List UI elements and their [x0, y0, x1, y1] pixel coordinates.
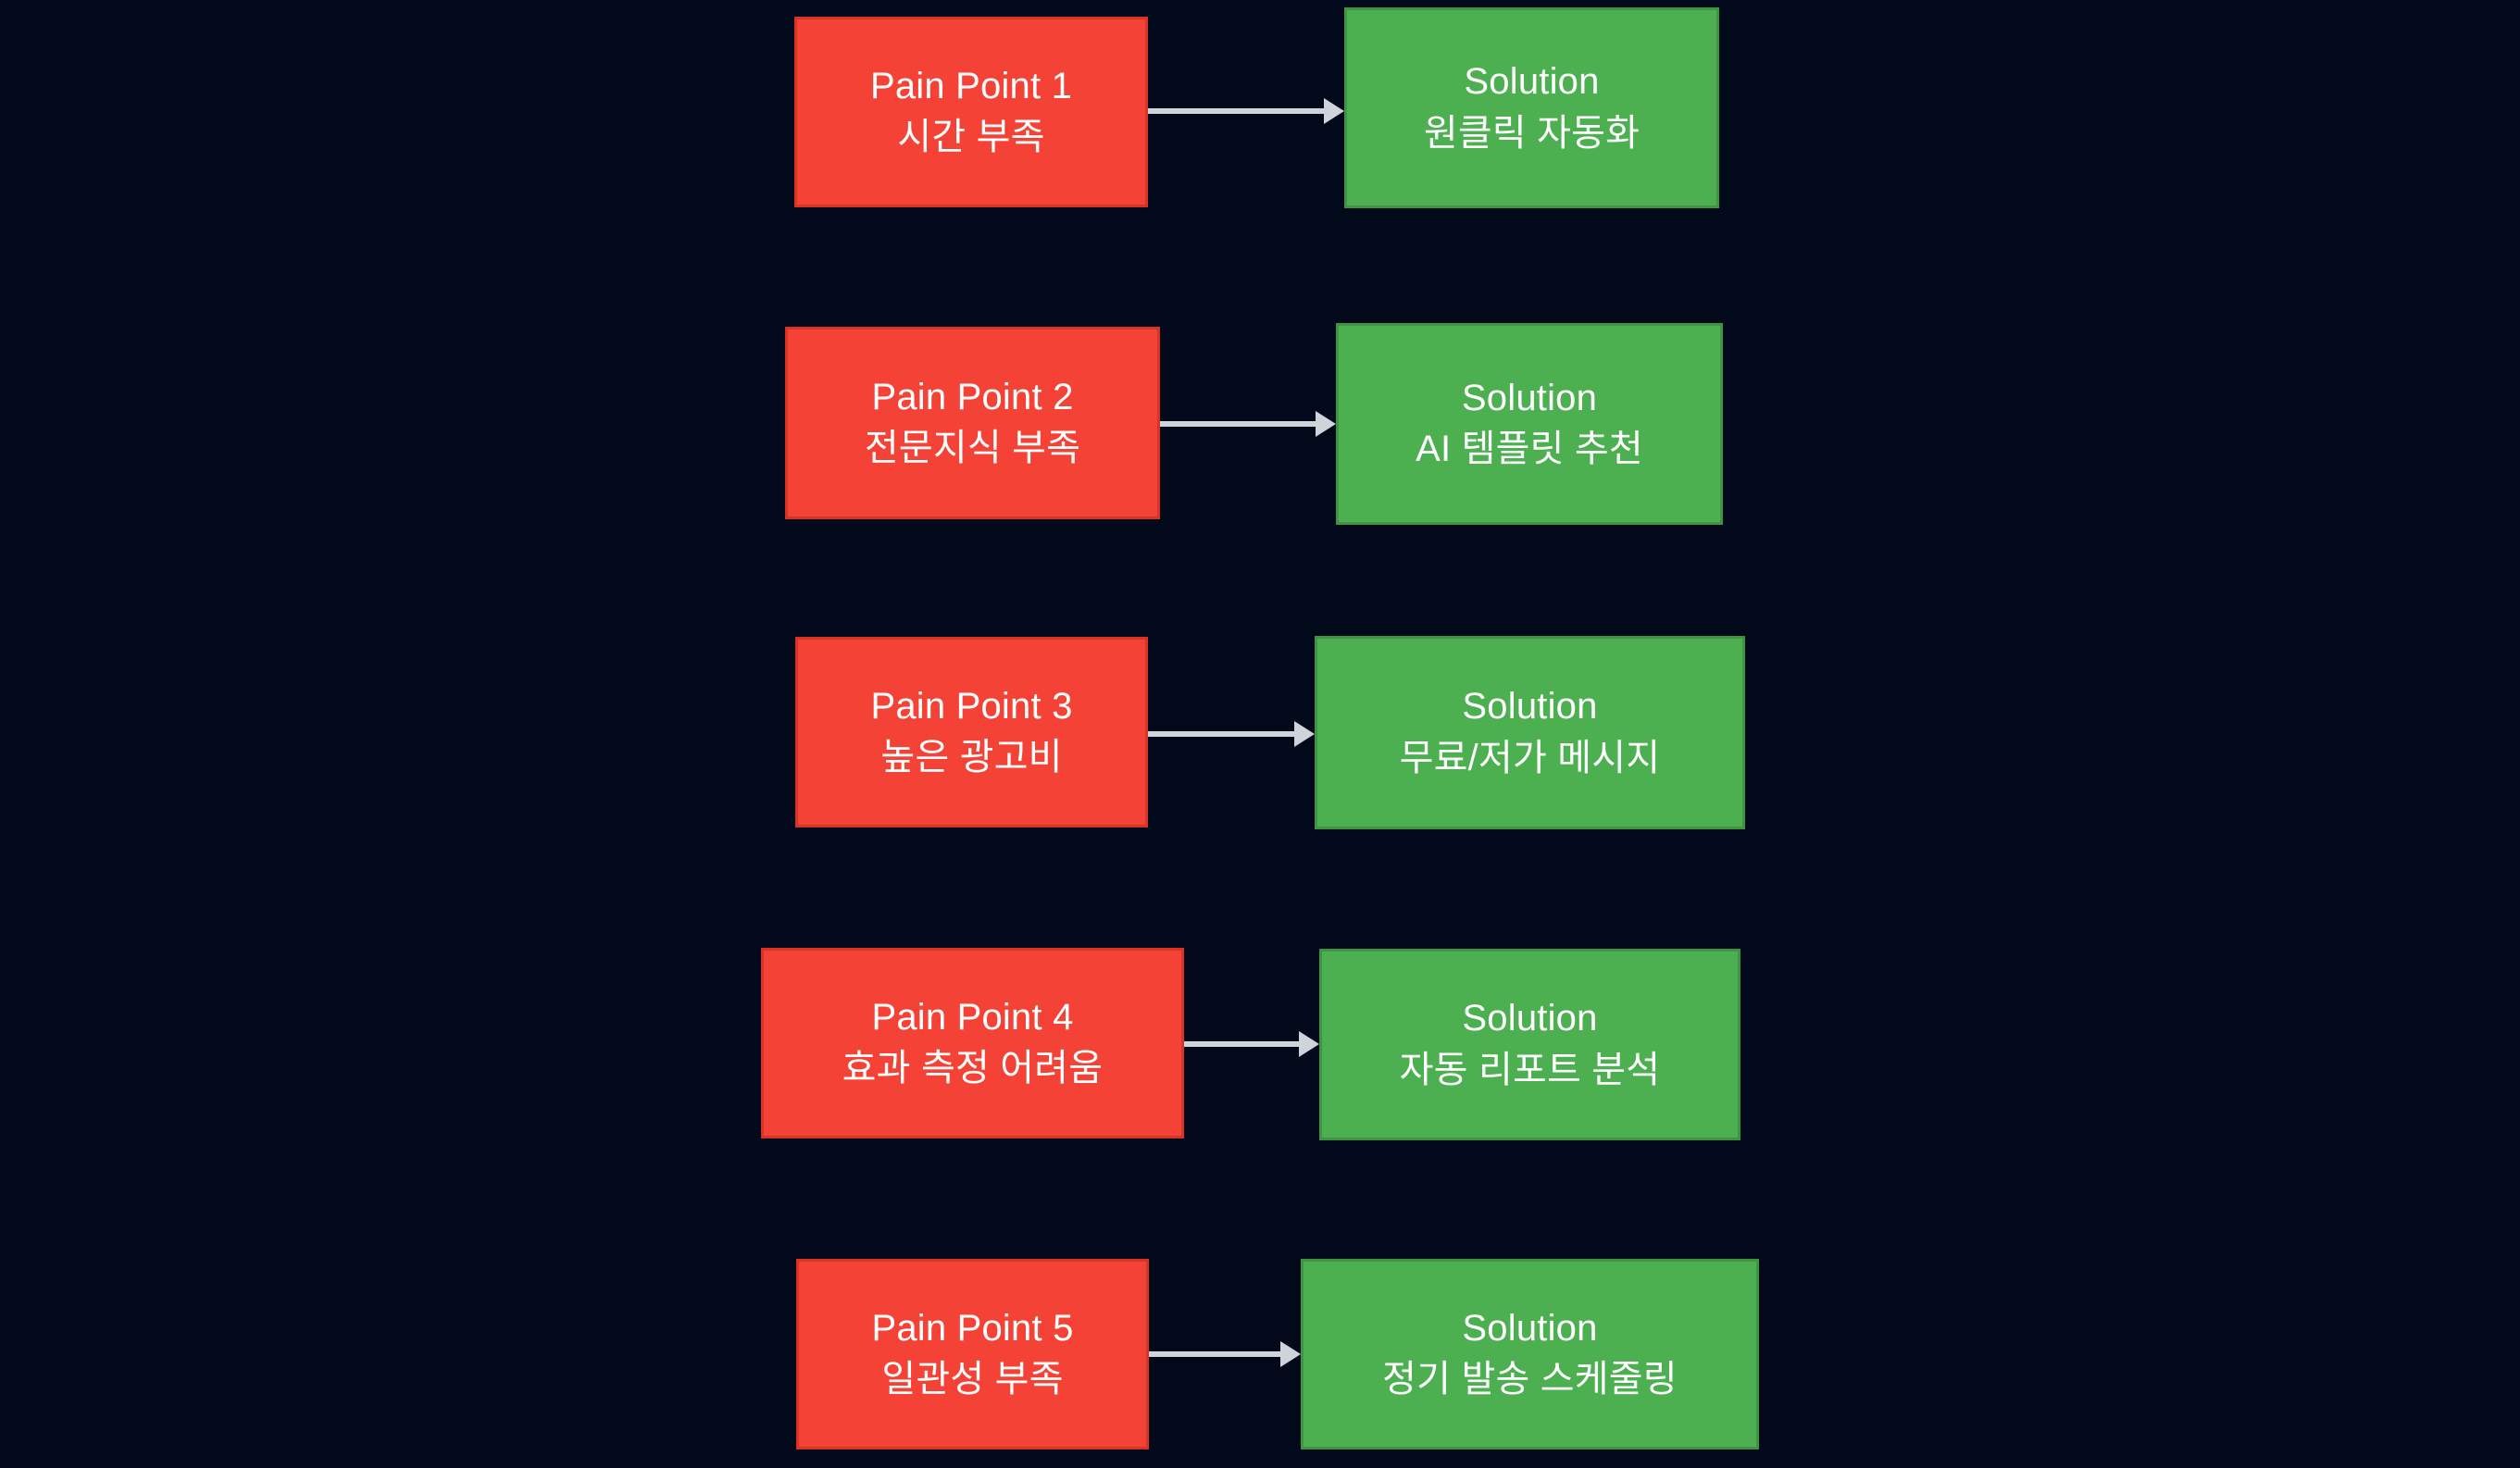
arrow-shaft-3 — [1148, 731, 1296, 737]
arrow-shaft-1 — [1148, 108, 1326, 114]
pain-point-node-5[interactable]: Pain Point 5 일관성 부족 — [796, 1259, 1149, 1449]
arrow-shaft-4 — [1184, 1041, 1301, 1047]
solution-detail-4: 자동 리포트 분석 — [1399, 1049, 1661, 1090]
pain-point-detail-5: 일관성 부족 — [881, 1359, 1064, 1400]
pain-point-node-4[interactable]: Pain Point 4 효과 측정 어려움 — [761, 948, 1184, 1138]
solution-detail-2: AI 템플릿 추천 — [1416, 429, 1643, 469]
solution-node-5[interactable]: Solution 정기 발송 스케줄링 — [1301, 1259, 1759, 1449]
pain-point-title-2: Pain Point 2 — [871, 376, 1074, 417]
pain-point-title-5: Pain Point 5 — [871, 1307, 1074, 1349]
solution-detail-5: 정기 발송 스케줄링 — [1382, 1359, 1678, 1400]
pain-point-node-2[interactable]: Pain Point 2 전문지식 부족 — [785, 327, 1160, 519]
pain-point-node-1[interactable]: Pain Point 1 시간 부족 — [794, 17, 1148, 207]
solution-title-4: Solution — [1462, 998, 1598, 1039]
arrow-shaft-5 — [1149, 1351, 1282, 1357]
solution-detail-1: 원클릭 자동화 — [1423, 112, 1640, 154]
pain-point-title-4: Pain Point 4 — [871, 996, 1074, 1038]
solution-title-2: Solution — [1461, 377, 1598, 418]
pain-point-detail-2: 전문지식 부족 — [864, 428, 1081, 468]
solution-title-1: Solution — [1464, 61, 1600, 103]
arrow-head-icon-4 — [1299, 1031, 1319, 1057]
arrow-head-icon-1 — [1324, 98, 1344, 124]
solution-node-1[interactable]: Solution 원클릭 자동화 — [1344, 7, 1719, 208]
pain-point-node-3[interactable]: Pain Point 3 높은 광고비 — [795, 637, 1148, 827]
pain-point-title-1: Pain Point 1 — [869, 65, 1073, 106]
arrow-head-icon-3 — [1294, 721, 1315, 747]
pain-point-detail-1: 시간 부족 — [897, 117, 1045, 157]
arrow-head-icon-2 — [1316, 411, 1336, 437]
pain-point-detail-3: 높은 광고비 — [880, 737, 1063, 778]
arrow-shaft-2 — [1160, 421, 1317, 427]
solution-title-5: Solution — [1462, 1307, 1598, 1349]
solution-node-4[interactable]: Solution 자동 리포트 분석 — [1319, 949, 1740, 1140]
arrow-head-icon-5 — [1280, 1341, 1301, 1367]
solution-node-3[interactable]: Solution 무료/저가 메시지 — [1315, 636, 1745, 829]
solution-node-2[interactable]: Solution AI 템플릿 추천 — [1336, 323, 1723, 525]
solution-title-3: Solution — [1462, 686, 1598, 728]
pain-point-detail-4: 효과 측정 어려움 — [842, 1048, 1104, 1089]
solution-detail-3: 무료/저가 메시지 — [1399, 737, 1661, 778]
pain-point-title-3: Pain Point 3 — [870, 685, 1073, 727]
